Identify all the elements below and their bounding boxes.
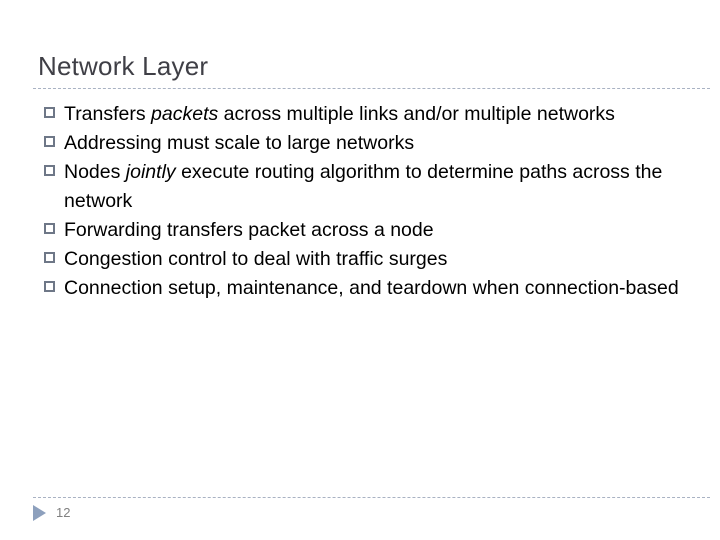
- list-item-label: Connection setup, maintenance, and teard…: [64, 274, 704, 303]
- list-item: Addressing must scale to large networks: [44, 129, 704, 158]
- plain-text: Addressing must scale to large networks: [64, 132, 415, 154]
- list-item: Transfers packets across multiple links …: [44, 100, 704, 129]
- emphasis-text: packets: [151, 103, 219, 125]
- plain-text: execute routing algorithm to determine p…: [64, 161, 663, 212]
- plain-text: Nodes: [64, 161, 126, 183]
- list-item: Connection setup, maintenance, and teard…: [44, 274, 704, 303]
- hollow-square-bullet: [44, 136, 55, 147]
- plain-text: Congestion control to deal with traffic …: [64, 248, 448, 270]
- list-item: Nodes jointly execute routing algorithm …: [44, 158, 704, 216]
- page-title: Network Layer: [38, 51, 209, 81]
- plain-text: Transfers: [64, 103, 152, 125]
- play-triangle-icon: [33, 505, 46, 521]
- plain-text: Forwarding transfers packet across a nod…: [64, 219, 434, 241]
- title-divider: [33, 88, 710, 89]
- list-item: Congestion control to deal with traffic …: [44, 245, 704, 274]
- list-item: Forwarding transfers packet across a nod…: [44, 216, 704, 245]
- list-item-label: Forwarding transfers packet across a nod…: [64, 216, 704, 245]
- emphasis-text: jointly: [125, 161, 176, 183]
- list-item-label: Transfers packets across multiple links …: [64, 100, 704, 129]
- list-item-label: Congestion control to deal with traffic …: [64, 245, 704, 274]
- hollow-square-bullet: [44, 252, 55, 263]
- hollow-square-bullet: [44, 165, 55, 176]
- list-item-label: Nodes jointly execute routing algorithm …: [64, 158, 704, 216]
- plain-text: Connection setup, maintenance, and teard…: [64, 277, 679, 299]
- slide-number: 12: [56, 505, 71, 520]
- hollow-square-bullet: [44, 107, 55, 118]
- plain-text: across multiple links and/or multiple ne…: [218, 103, 615, 125]
- hollow-square-bullet: [44, 223, 55, 234]
- footer-divider: [33, 497, 710, 498]
- list-item-label: Addressing must scale to large networks: [64, 129, 704, 158]
- slide-footer: 12: [33, 505, 70, 521]
- hollow-square-bullet: [44, 281, 55, 292]
- bullet-list: Transfers packets across multiple links …: [44, 100, 704, 303]
